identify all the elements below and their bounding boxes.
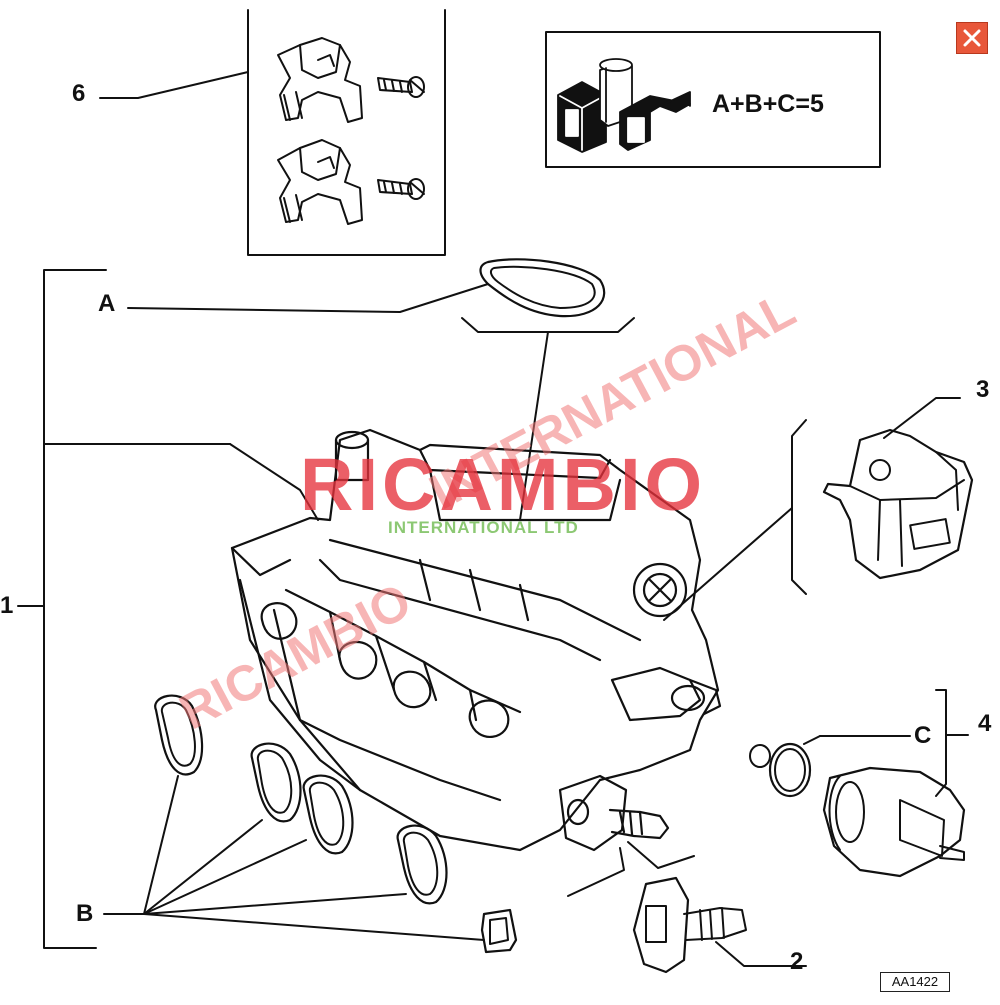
kit-boxes-icon (557, 58, 691, 153)
intake-manifold (230, 428, 722, 852)
gaskets-B (103, 694, 518, 954)
callout-C: C (914, 722, 932, 749)
assembly-bracket-1 (17, 269, 319, 949)
callout-4: 4 (978, 710, 992, 737)
callout-6: 6 (72, 80, 86, 107)
close-icon (963, 29, 981, 47)
kit-formula: A+B+C=5 (712, 90, 824, 118)
watermark-subtitle: INTERNATIONAL LTD (388, 518, 579, 537)
callout-A: A (98, 290, 116, 317)
map-sensor-3 (663, 397, 974, 621)
clip-screw-lower (377, 178, 425, 200)
callout-3: 3 (976, 376, 990, 403)
o-rings-C (749, 735, 911, 798)
fuel-rail-clip-lower (277, 139, 363, 225)
sensor-2 (567, 841, 807, 974)
close-button[interactable] (956, 22, 988, 54)
clip-kit-panel (99, 9, 446, 256)
callout-2: 2 (790, 948, 804, 975)
callout-B: B (76, 900, 94, 927)
gasket-A (127, 258, 635, 521)
sensor-4 (822, 689, 969, 878)
reference-code: AA1422 (880, 972, 950, 992)
callout-1: 1 (0, 592, 14, 619)
fuel-rail-clip-upper (277, 37, 363, 123)
clip-screw-upper (377, 76, 425, 98)
watermark-title: RICAMBIO (300, 443, 707, 526)
kit-composition-box (545, 31, 881, 168)
